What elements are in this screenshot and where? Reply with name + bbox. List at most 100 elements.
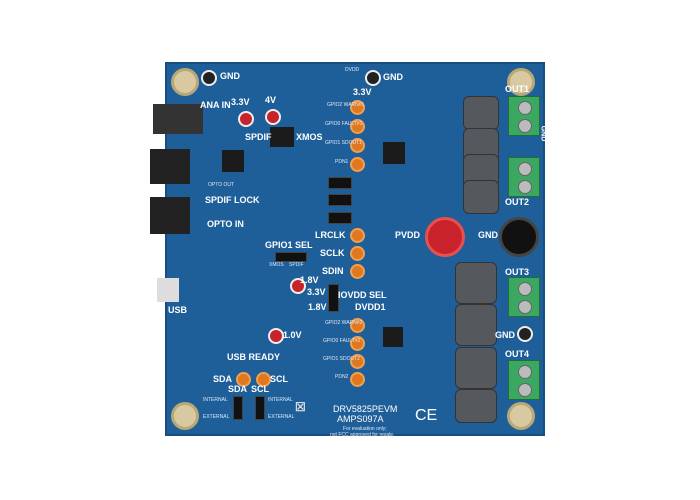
usb-ready-label: USB READY bbox=[227, 352, 281, 362]
xmos-label: XMOS bbox=[269, 262, 284, 268]
spdif-label: SPDIF bbox=[245, 132, 272, 142]
testpoint-4v bbox=[265, 109, 281, 125]
board-code: AMPS097A bbox=[337, 414, 384, 424]
testpoint-1v8 bbox=[290, 278, 306, 294]
scl-jumper[interactable] bbox=[255, 396, 265, 420]
inductor bbox=[455, 347, 497, 389]
pcb-board: GND ANA IN 3.3V 4V SPDIF XMOS OPTO OUT S… bbox=[150, 62, 547, 438]
gnd-label: GND bbox=[495, 330, 515, 340]
board-note: not FCC approved for resale. bbox=[330, 432, 395, 438]
board-note: For evaluation only; bbox=[343, 426, 387, 432]
out3-label: OUT3 bbox=[505, 267, 530, 277]
inductor bbox=[455, 304, 497, 346]
lrclk-testpoint bbox=[350, 228, 365, 243]
sdin-label: SDIN bbox=[322, 266, 344, 276]
switch[interactable] bbox=[270, 127, 294, 147]
gnd-testpoint bbox=[201, 70, 217, 86]
inductor bbox=[463, 96, 499, 130]
sdin-testpoint bbox=[350, 264, 365, 279]
internal-label: INTERNAL bbox=[268, 397, 293, 403]
gnd-testpoint bbox=[517, 326, 533, 342]
optical-out bbox=[150, 149, 190, 184]
board-name: DRV5825PEVM bbox=[333, 404, 398, 414]
amp-chip-2 bbox=[383, 327, 403, 347]
opto-in-label: OPTO IN bbox=[207, 219, 244, 229]
gpio0-label: GPIO0 FAULT#2 bbox=[323, 338, 361, 344]
out4-label: OUT4 bbox=[505, 349, 530, 359]
out2-terminal[interactable] bbox=[508, 157, 540, 197]
opto-out-label: OPTO OUT bbox=[208, 182, 235, 188]
testpoint-3v3 bbox=[238, 111, 254, 127]
external-label: EXTERNAL bbox=[203, 414, 230, 420]
sclk-label: SCLK bbox=[320, 248, 345, 258]
gnd-label: GND bbox=[383, 72, 403, 82]
gpio1-sel-label: GPIO1 SEL bbox=[265, 240, 313, 250]
ce-mark: CE bbox=[415, 407, 438, 424]
jumper[interactable] bbox=[328, 194, 352, 206]
dvdd-label: DVDD bbox=[345, 67, 360, 73]
gpio2-testpoint bbox=[350, 318, 365, 333]
usb-port[interactable] bbox=[157, 278, 179, 302]
v33-label: 3.3V bbox=[353, 87, 372, 97]
gpio0-testpoint bbox=[350, 336, 365, 351]
pvdd-post[interactable] bbox=[425, 217, 465, 257]
v33-label: 3.3V bbox=[307, 287, 326, 297]
spdif-label: SPDIF bbox=[289, 262, 304, 268]
v10-label: 1.0V bbox=[283, 330, 302, 340]
ana-in-label: ANA IN bbox=[200, 100, 231, 110]
gnd-label: GND bbox=[220, 71, 240, 81]
v4-label: 4V bbox=[265, 95, 277, 105]
gpio1-testpoint bbox=[350, 138, 365, 153]
gpio1-label: GPIO1 SDOUT1 bbox=[325, 140, 362, 146]
gpio1-sel-jumper[interactable] bbox=[275, 252, 307, 262]
gnd-testpoint bbox=[365, 70, 381, 86]
v18-label: 1.8V bbox=[300, 275, 319, 285]
jumper[interactable] bbox=[328, 212, 352, 224]
sda-testpoint bbox=[236, 372, 251, 387]
gpio2-label: GPIO2 WARN#2 bbox=[325, 320, 363, 326]
gnd-label: GND bbox=[539, 125, 547, 142]
pdn2-label: PDN2 bbox=[335, 374, 349, 380]
gpio1-testpoint bbox=[350, 354, 365, 369]
out2-label: OUT2 bbox=[505, 197, 530, 207]
internal-label: INTERNAL bbox=[203, 397, 228, 403]
usb-label: USB bbox=[168, 305, 188, 315]
out4-terminal[interactable] bbox=[508, 360, 540, 400]
inductor bbox=[463, 180, 499, 214]
optical-in bbox=[150, 197, 190, 234]
iovdd-jumper[interactable] bbox=[328, 284, 339, 312]
screw-icon bbox=[507, 402, 535, 430]
screw-icon bbox=[507, 68, 535, 96]
gpio0-label: GPIO0 FAULT#1 bbox=[325, 121, 363, 127]
sda-label: SDA bbox=[213, 374, 233, 384]
pvdd-label: PVDD bbox=[395, 230, 421, 240]
testpoint-1v0 bbox=[268, 328, 284, 344]
amp-chip-1 bbox=[383, 142, 405, 164]
out1-terminal[interactable] bbox=[508, 96, 540, 136]
xmos-chip bbox=[222, 150, 244, 172]
inductor bbox=[455, 262, 497, 304]
iovdd-sel-label: IOVDD SEL bbox=[338, 290, 387, 300]
out1-label: OUT1 bbox=[505, 84, 530, 94]
v33-label: 3.3V bbox=[231, 97, 250, 107]
sclk-testpoint bbox=[350, 246, 365, 261]
weee-icon: ☒ bbox=[295, 400, 306, 414]
audio-jack bbox=[153, 104, 203, 134]
jumper[interactable] bbox=[328, 177, 352, 189]
scl-label: SCL bbox=[251, 384, 269, 394]
spdif-lock-label: SPDIF LOCK bbox=[205, 195, 260, 205]
xmos-label: XMOS bbox=[296, 132, 323, 142]
gpio1-label: GPIO1 SDOUT2 bbox=[323, 356, 360, 362]
v18-label: 1.8V bbox=[308, 302, 327, 312]
out3-terminal[interactable] bbox=[508, 277, 540, 317]
sda-label: SDA bbox=[228, 384, 248, 394]
pdn1-label: PDN1 bbox=[335, 159, 349, 165]
gpio0-testpoint bbox=[350, 119, 365, 134]
inductor bbox=[455, 389, 497, 423]
pdn2-testpoint bbox=[350, 372, 365, 387]
external-label: EXTERNAL bbox=[268, 414, 295, 420]
sda-jumper[interactable] bbox=[233, 396, 243, 420]
gpio2-testpoint bbox=[350, 100, 365, 115]
gnd-post[interactable] bbox=[499, 217, 539, 257]
pdn1-testpoint bbox=[350, 157, 365, 172]
